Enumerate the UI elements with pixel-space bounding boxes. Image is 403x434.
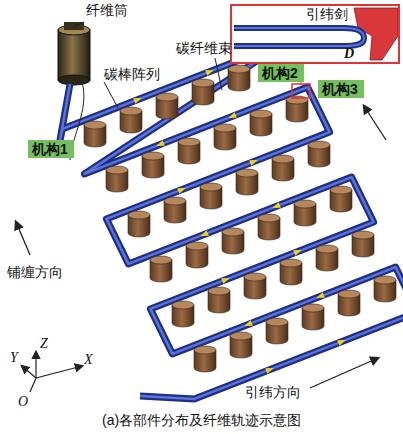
rod-top [120,107,142,115]
direction-label: 铺缠方向 [6,264,64,280]
flow-arrow [133,95,143,103]
flow-arrow [177,185,187,193]
axis-label: Z [40,336,48,352]
rod-top [280,259,302,267]
flow-arrow [271,202,281,210]
flow-arrow [227,112,237,120]
part-label: 碳棒阵列 [104,66,160,82]
part-label: 纤维筒 [86,2,128,18]
mechanism-tag: 机构3 [318,80,364,98]
mechanism-tag: 机构1 [28,140,74,158]
rod-top [236,169,258,177]
rod-top [266,318,288,326]
caption: (a)各部件分布及纤维轨迹示意图 [102,412,301,428]
rod-top [308,141,330,149]
rod-top [374,276,396,284]
mechanism2-marker [292,84,310,98]
fiber-highlight [60,42,403,399]
flow-arrow [205,67,215,75]
rod-top [286,96,308,104]
mechanism-label: 机构3 [322,81,360,97]
rod-top [208,287,230,295]
rod-top [294,200,316,208]
fiber-path [60,42,403,399]
rod-top [172,301,194,309]
rod-top [142,152,164,160]
rod-top [228,65,250,73]
rod-top [338,290,360,298]
flow-arrow [249,157,259,165]
rod-top [258,214,280,222]
rod-top [178,138,200,146]
mechanism-label: 机构1 [32,141,70,157]
rod-top [150,256,172,264]
flow-arrow [221,275,231,283]
rod-top [302,304,324,312]
rod-top [192,79,214,87]
rod-top [106,166,128,174]
fiber-bundle [60,42,403,399]
part-label: 碳纤维束 [176,40,232,56]
rod-top [194,346,216,354]
flow-arrow [243,320,253,328]
axis-label: X [84,352,93,368]
flow-arrow [155,140,165,148]
rod-top [156,93,178,101]
flow-arrow [293,247,303,255]
axes [22,352,82,392]
rod-top [230,332,252,340]
flow-arrow [199,230,209,238]
rod-top [164,197,186,205]
rod-top [128,211,150,219]
rod-top [186,242,208,250]
fiber-drum [58,22,90,85]
rod-top [316,245,338,253]
rod-top [352,231,374,239]
direction-label: 引纬方向 [244,384,302,400]
flow-arrow [315,292,325,300]
mechanism-label: 机构2 [262,65,300,81]
dimension-label: D [344,46,354,62]
part-label: 引纬剑 [306,6,348,22]
rod-top [84,121,106,129]
rod-top [222,228,244,236]
axis-label: O [18,394,28,410]
axis-label: Y [10,350,18,366]
inset-fiber-highlight [234,28,364,46]
rod-top [250,110,272,118]
rod-top [330,186,352,194]
rod-top [200,183,222,191]
direction-arrows [16,106,386,388]
mechanism-tag: 机构2 [258,64,304,82]
rod-top [214,124,236,132]
rod-top [244,273,266,281]
flow-arrow [265,365,275,373]
inset-fiber [234,28,364,46]
inset-box: 引纬剑 D [230,4,400,64]
rod-array [84,51,396,372]
flow-arrow [337,337,347,345]
rod-top [272,155,294,163]
